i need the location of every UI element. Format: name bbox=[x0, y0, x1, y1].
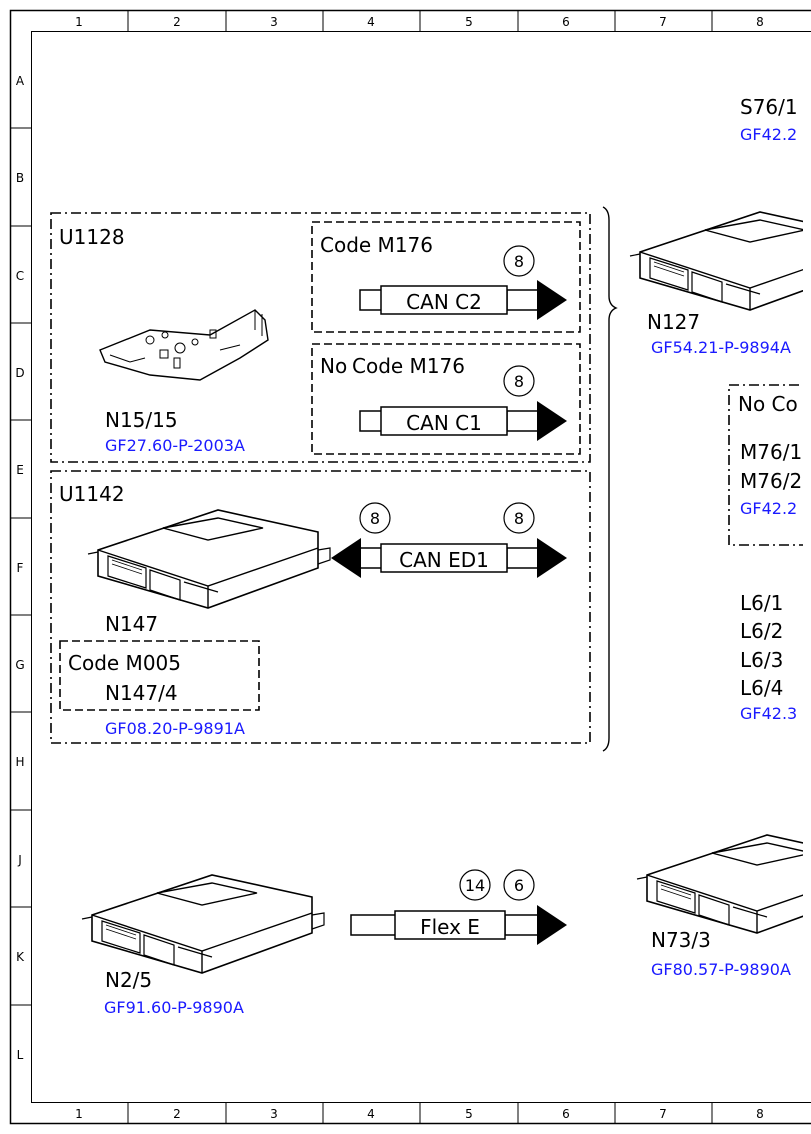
u1142-title: U1142 bbox=[59, 482, 125, 506]
grid-row-label: J bbox=[17, 853, 22, 867]
n2-5-label: N2/5 bbox=[105, 968, 152, 992]
right-column bbox=[629, 211, 803, 934]
grid-column-labels-bottom: 1 2 3 4 5 6 7 8 bbox=[75, 1107, 764, 1121]
grid-column-label: 4 bbox=[367, 1107, 375, 1121]
u1128-title: U1128 bbox=[59, 225, 125, 249]
badge-number: 8 bbox=[514, 509, 524, 528]
m76-ref-link[interactable]: GF42.2 bbox=[740, 499, 797, 518]
inner-frame bbox=[31, 31, 811, 1103]
code-m005-box bbox=[59, 640, 260, 711]
no-code-prefix: No bbox=[320, 354, 347, 378]
badge-number: 14 bbox=[465, 876, 485, 895]
no-code-box-right bbox=[728, 384, 803, 546]
badge-circle bbox=[459, 869, 491, 901]
grid-row-label: C bbox=[16, 269, 24, 283]
n73-3-label: N73/3 bbox=[651, 928, 711, 952]
badge-number: 6 bbox=[514, 876, 524, 895]
l6-3-label: L6/3 bbox=[740, 648, 783, 672]
grid-row-label: G bbox=[15, 658, 24, 672]
grid-column-labels-top: 1 2 3 4 5 6 7 8 bbox=[75, 15, 764, 29]
m76-2-label: M76/2 bbox=[740, 469, 802, 493]
grid-column-label: 6 bbox=[562, 15, 570, 29]
code-m005-title: Code M005 bbox=[68, 651, 181, 675]
badge-circle bbox=[503, 245, 535, 277]
badge-number: 8 bbox=[514, 252, 524, 271]
grid-column-label: 6 bbox=[562, 1107, 570, 1121]
can-c2-arrow bbox=[359, 280, 567, 320]
m76-1-label: M76/1 bbox=[740, 440, 802, 464]
badge-number: 8 bbox=[370, 509, 380, 528]
group-brace bbox=[602, 206, 618, 752]
badge-circle bbox=[503, 502, 535, 534]
n147-module-image bbox=[87, 509, 331, 609]
code-m176-title: Code M176 bbox=[320, 233, 433, 257]
no-code-right-title: No Co bbox=[738, 392, 798, 416]
n15-15-module-image bbox=[99, 309, 269, 381]
u1142-group bbox=[50, 470, 591, 744]
can-c1-arrow bbox=[359, 401, 567, 441]
can-ed1-arrow bbox=[331, 538, 567, 578]
no-code-m176-box bbox=[311, 343, 581, 455]
grid-column-label: 5 bbox=[465, 15, 473, 29]
grid-column-label: 7 bbox=[659, 1107, 667, 1121]
n127-label: N127 bbox=[647, 310, 700, 334]
badge-circle bbox=[503, 869, 535, 901]
s76-1-label: S76/1 bbox=[740, 95, 798, 119]
grid-column-label: 1 bbox=[75, 1107, 83, 1121]
can-ed1-label: CAN ED1 bbox=[399, 548, 489, 572]
can-c2-label: CAN C2 bbox=[406, 290, 482, 314]
l6-ref-link[interactable]: GF42.3 bbox=[740, 704, 797, 723]
grid-column-label: 5 bbox=[465, 1107, 473, 1121]
n127-ref-link[interactable]: GF54.21-P-9894A bbox=[651, 338, 791, 357]
n15-15-label: N15/15 bbox=[105, 408, 178, 432]
grid-row-label: A bbox=[16, 74, 25, 88]
badge-number: 8 bbox=[514, 372, 524, 391]
grid-row-label: L bbox=[17, 1048, 24, 1062]
grid-row-label: D bbox=[15, 366, 24, 380]
n15-15-ref-link[interactable]: GF27.60-P-2003A bbox=[105, 436, 245, 455]
grid-row-label: K bbox=[16, 950, 25, 964]
no-code-m176-title: Code M176 bbox=[352, 354, 465, 378]
n2-5-module-image bbox=[81, 874, 325, 974]
l6-1-label: L6/1 bbox=[740, 591, 783, 615]
grid-column-label: 3 bbox=[270, 1107, 278, 1121]
outer-frame bbox=[9, 9, 811, 1125]
n2-5-ref-link[interactable]: GF91.60-P-9890A bbox=[104, 998, 244, 1017]
l6-2-label: L6/2 bbox=[740, 619, 783, 643]
grid-column-label: 8 bbox=[756, 15, 764, 29]
badge-circle bbox=[503, 365, 535, 397]
grid-row-labels: A B C D E F G H J K L bbox=[15, 74, 25, 1062]
code-m176-box bbox=[311, 221, 581, 333]
grid-row-label: E bbox=[16, 463, 24, 477]
grid-row-label: H bbox=[15, 755, 24, 769]
flex-e-label: Flex E bbox=[420, 915, 480, 939]
grid-column-label: 1 bbox=[75, 15, 83, 29]
badge-circle bbox=[359, 502, 391, 534]
n147-ref-link[interactable]: GF08.20-P-9891A bbox=[105, 719, 245, 738]
n127-module-image bbox=[629, 211, 803, 311]
grid-column-label: 2 bbox=[173, 1107, 181, 1121]
n147-label: N147 bbox=[105, 612, 158, 636]
n147-4-label: N147/4 bbox=[105, 681, 178, 705]
grid-column-label: 2 bbox=[173, 15, 181, 29]
s76-1-ref-link[interactable]: GF42.2 bbox=[740, 125, 797, 144]
grid-column-label: 3 bbox=[270, 15, 278, 29]
grid-row-label: B bbox=[16, 171, 24, 185]
n73-3-module-image bbox=[636, 834, 803, 934]
grid-column-label: 8 bbox=[756, 1107, 764, 1121]
grid-row-label: F bbox=[17, 561, 24, 575]
u1128-group bbox=[50, 212, 591, 463]
can-c1-label: CAN C1 bbox=[406, 411, 482, 435]
flex-e-arrow bbox=[350, 905, 567, 945]
grid-ticks bbox=[10, 10, 713, 1124]
grid-column-label: 4 bbox=[367, 15, 375, 29]
n73-3-ref-link[interactable]: GF80.57-P-9890A bbox=[651, 960, 791, 979]
l6-4-label: L6/4 bbox=[740, 676, 783, 700]
grid-column-label: 7 bbox=[659, 15, 667, 29]
